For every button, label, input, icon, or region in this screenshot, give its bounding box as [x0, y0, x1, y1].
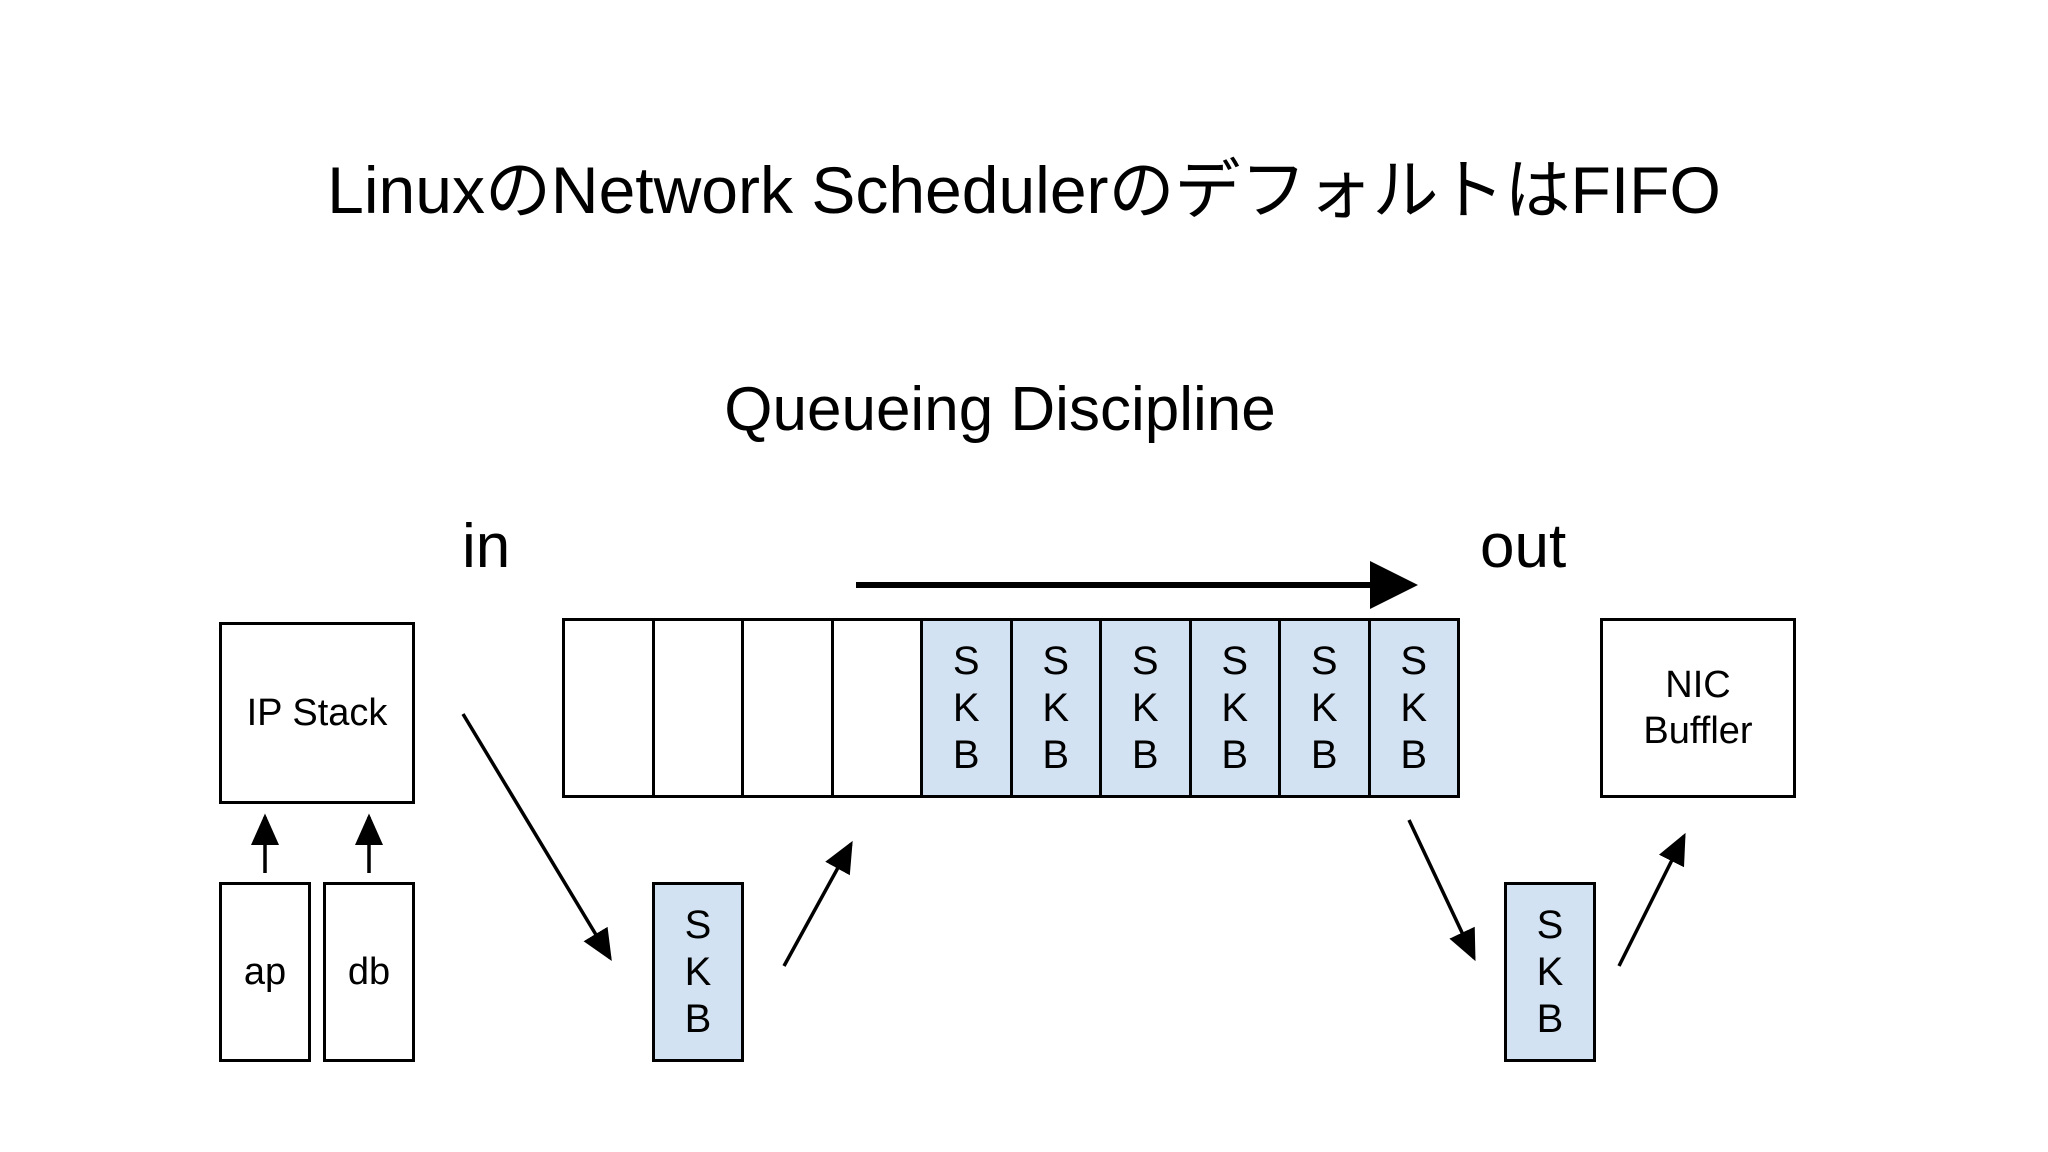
app-box-ap: ap — [219, 882, 311, 1062]
skb-letter: K — [1400, 685, 1428, 730]
skb-packet-outgoing: S K B — [1504, 882, 1596, 1062]
skb-letter: B — [1400, 732, 1428, 777]
queue-slot-empty — [562, 618, 655, 798]
arrow-skb-into-queue — [782, 840, 853, 967]
skb-letter: K — [1131, 685, 1159, 730]
skb-letter: S — [1310, 638, 1338, 683]
slide-subtitle: Queueing Discipline — [724, 375, 1276, 444]
skb-letter: S — [1221, 638, 1249, 683]
skb-letter: K — [1221, 685, 1249, 730]
skb-letter: B — [684, 996, 712, 1041]
app-box-db: db — [323, 882, 415, 1062]
queue-slot-empty — [830, 618, 923, 798]
skb-letter: K — [1042, 685, 1070, 730]
nic-label-line2: Buffler — [1643, 710, 1753, 752]
nic-label-line1: NIC — [1665, 664, 1731, 706]
arrow-queue-to-skb — [1407, 819, 1476, 962]
app-label-ap: ap — [243, 951, 287, 993]
skb-letter: S — [1400, 638, 1428, 683]
arrow-skb-to-nic — [1617, 832, 1686, 967]
skb-letter: B — [952, 732, 980, 777]
label-in: in — [462, 512, 511, 581]
skb-letter: K — [684, 949, 712, 994]
skb-letter: B — [1536, 996, 1564, 1041]
nic-buffer-box: NIC Buffler — [1600, 618, 1796, 798]
skb-letter: K — [1310, 685, 1338, 730]
slide-title: LinuxのNetwork SchedulerのデフォルトはFIFO — [327, 153, 1721, 227]
ip-stack-label: IP Stack — [246, 692, 388, 734]
ip-stack-box: IP Stack — [219, 622, 415, 804]
skb-letter: S — [1536, 902, 1564, 947]
skb-letter: B — [1310, 732, 1338, 777]
skb-letter: B — [1221, 732, 1249, 777]
skb-letter: B — [1042, 732, 1070, 777]
skb-letter: S — [1131, 638, 1159, 683]
label-out: out — [1480, 512, 1567, 581]
app-label-db: db — [347, 951, 391, 993]
skb-packet-incoming: S K B — [652, 882, 744, 1062]
skb-letter: K — [1536, 949, 1564, 994]
queue-slot-empty — [651, 618, 744, 798]
skb-letter: S — [684, 902, 712, 947]
skb-letter: S — [1042, 638, 1070, 683]
skb-letter: S — [952, 638, 980, 683]
skb-letter: B — [1131, 732, 1159, 777]
skb-letter: K — [952, 685, 980, 730]
queue-slot-empty — [741, 618, 834, 798]
